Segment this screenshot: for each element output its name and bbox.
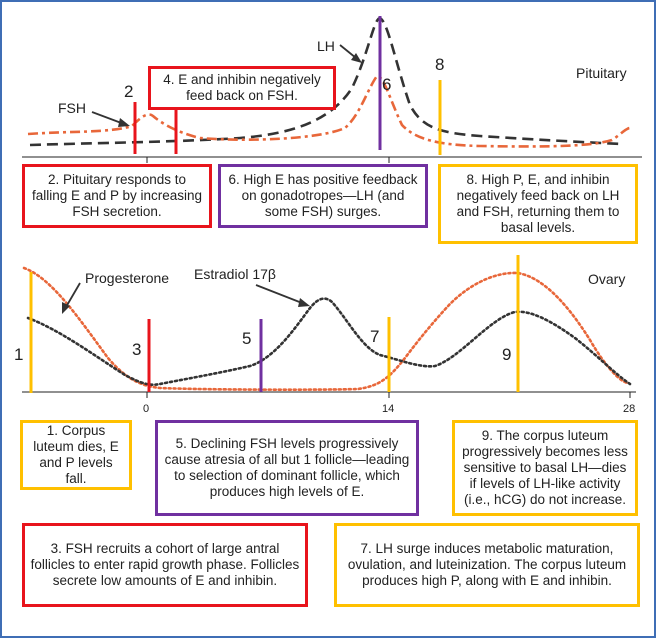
- lh-arrow: [339, 44, 357, 59]
- annotation-box-9: 9. The corpus luteum progressively becom…: [452, 420, 638, 516]
- lh-arrowhead: [351, 53, 362, 63]
- lh-label: LH: [317, 38, 335, 54]
- fsh-label: FSH: [58, 100, 86, 116]
- marker-number-2: 2: [124, 82, 134, 101]
- marker-number-9: 9: [502, 345, 512, 364]
- ovary-label: Ovary: [588, 271, 626, 287]
- annotation-box-2: 2. Pituitary responds to falling E and P…: [22, 164, 212, 228]
- annotation-box-7: 7. LH surge induces metabolic maturation…: [334, 523, 640, 607]
- annotation-box-5: 5. Declining FSH levels progressively ca…: [155, 420, 419, 516]
- axis-tick-14: 14: [382, 403, 395, 415]
- annotation-box-1: 1. Corpus luteum dies, E and P levels fa…: [20, 420, 132, 490]
- axis-tick-28: 28: [623, 403, 636, 415]
- estradiol-arrowhead: [298, 298, 310, 307]
- marker-number-5: 5: [242, 329, 252, 348]
- fsh-arrow: [91, 111, 125, 125]
- annotation-box-3: 3. FSH recruits a cohort of large antral…: [22, 523, 308, 607]
- annotation-box-4: 4. E and inhibin negatively feed back on…: [148, 66, 336, 110]
- marker-number-6: 6: [382, 75, 392, 94]
- progesterone-label: Progesterone: [85, 270, 170, 286]
- annotation-box-6: 6. High E has positive feedback on gonad…: [218, 164, 428, 228]
- progesterone-arrow: [65, 282, 81, 308]
- marker-number-1: 1: [14, 345, 24, 364]
- marker-number-3: 3: [132, 340, 142, 359]
- estradiol-arrow: [255, 284, 303, 304]
- estradiol-curve: [26, 297, 632, 387]
- progesterone-curve: [22, 266, 630, 391]
- estradiol-label: Estradiol 17β: [194, 266, 276, 282]
- marker-number-7: 7: [370, 327, 380, 346]
- pituitary-label: Pituitary: [576, 65, 627, 81]
- lh-curve: [29, 16, 623, 147]
- fsh-arrowhead: [118, 118, 130, 127]
- axis-tick-0: 0: [143, 403, 150, 415]
- fsh-curve: [27, 74, 631, 148]
- annotation-box-8: 8. High P, E, and inhibin negatively fee…: [438, 164, 638, 244]
- marker-number-8: 8: [435, 55, 445, 74]
- progesterone-arrowhead: [62, 302, 70, 314]
